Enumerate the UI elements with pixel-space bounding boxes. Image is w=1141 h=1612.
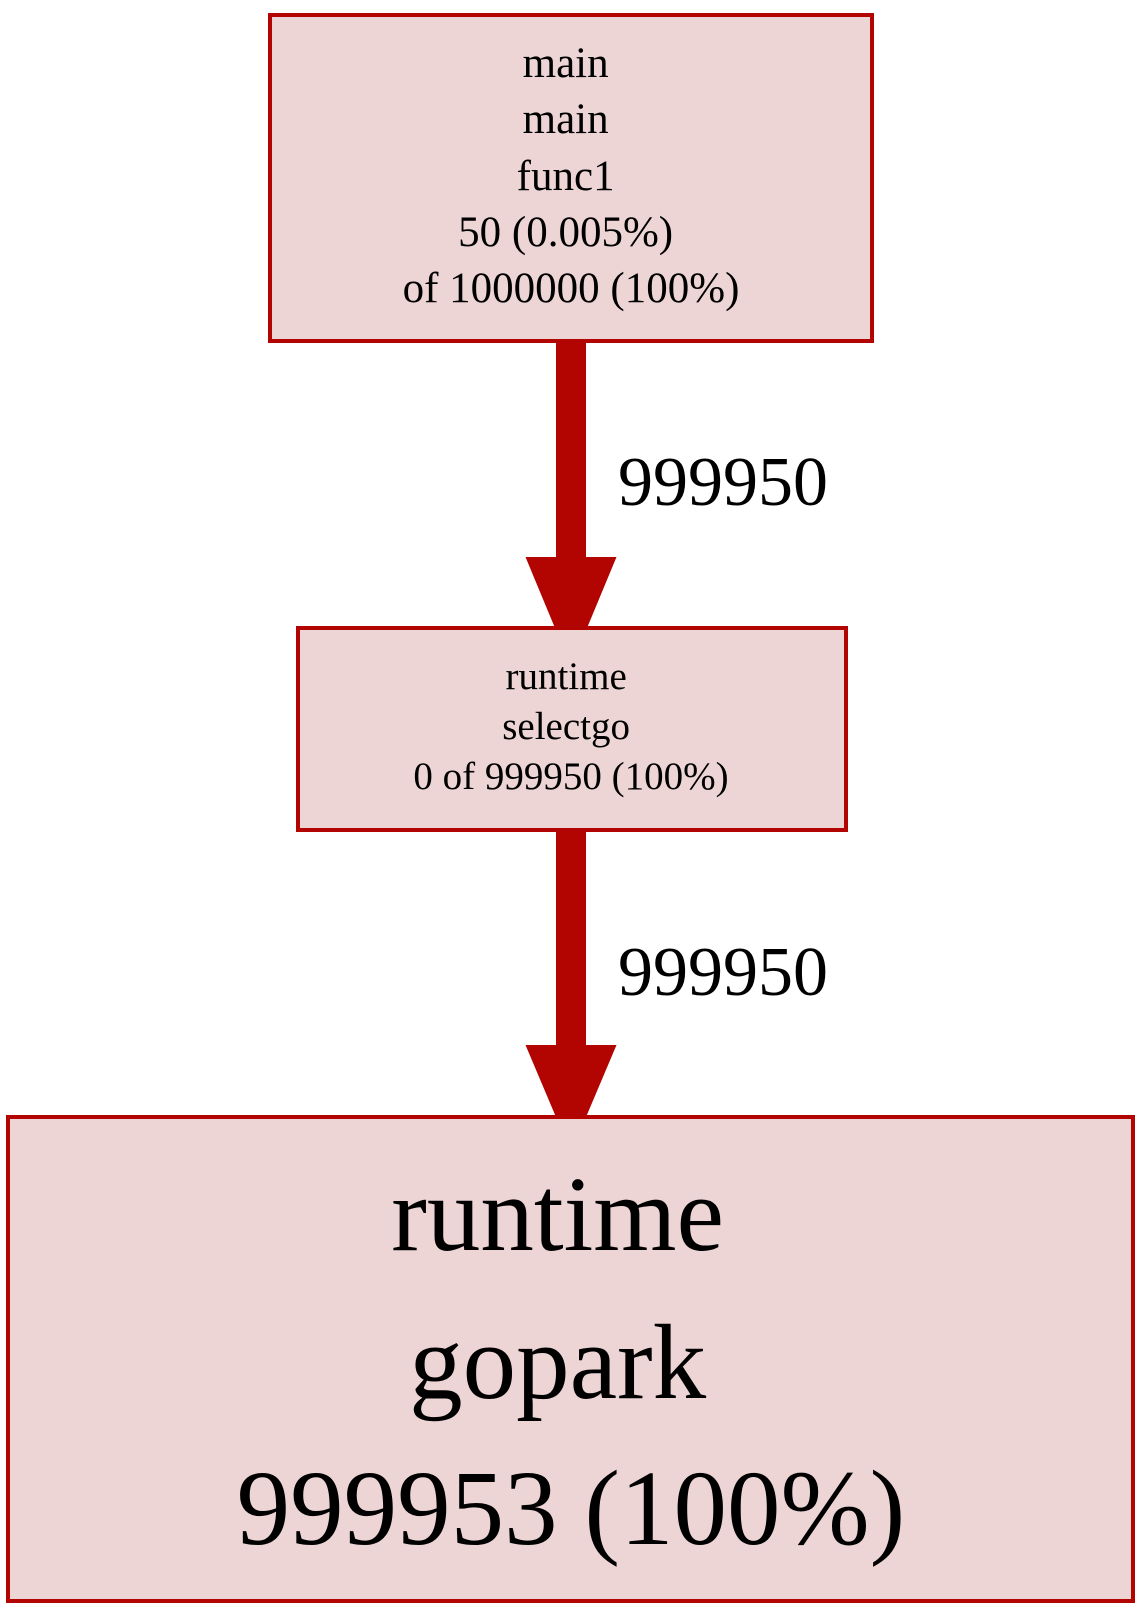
node-line: runtime bbox=[391, 1156, 724, 1274]
edge-label: 999950 bbox=[618, 444, 828, 521]
node-line: func1 bbox=[517, 153, 615, 200]
node-label: runtime gopark 999953 (100%) bbox=[237, 1156, 906, 1568]
node-line: 999953 (100%) bbox=[237, 1450, 906, 1568]
node-line: runtime bbox=[505, 655, 626, 698]
node-runtime-gopark[interactable]: runtime gopark 999953 (100%) bbox=[6, 1115, 1135, 1603]
node-box bbox=[296, 626, 848, 832]
node-line: 0 of 999950 (100%) bbox=[413, 755, 728, 798]
node-main-func1[interactable]: main main func1 50 (0.005%) of 1000000 (… bbox=[268, 13, 874, 343]
edge-label: 999950 bbox=[618, 934, 828, 1011]
node-line: main bbox=[523, 40, 609, 87]
node-line: selectgo bbox=[502, 705, 630, 748]
node-box bbox=[268, 13, 874, 343]
edge-arrowhead bbox=[525, 1045, 617, 1153]
node-line: of 1000000 (100%) bbox=[403, 265, 740, 312]
node-line: main bbox=[523, 96, 609, 143]
edge-selectgo-to-gopark: 999950 bbox=[525, 830, 828, 1153]
edge-main-func1-to-selectgo: 999950 bbox=[525, 342, 828, 667]
node-runtime-selectgo[interactable]: runtime selectgo 0 of 999950 (100%) bbox=[296, 626, 848, 832]
node-label: main main func1 50 (0.005%) of 1000000 (… bbox=[403, 40, 740, 312]
node-line: 50 (0.005%) bbox=[458, 209, 673, 256]
node-box bbox=[6, 1115, 1135, 1603]
node-label: runtime selectgo 0 of 999950 (100%) bbox=[413, 655, 728, 798]
edge-arrowhead bbox=[525, 557, 617, 667]
node-line: gopark bbox=[409, 1304, 707, 1422]
